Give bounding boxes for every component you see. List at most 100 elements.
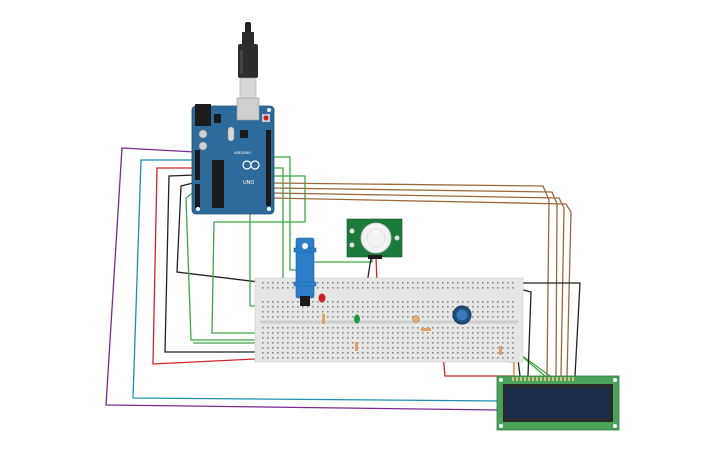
breadboard-hole xyxy=(457,301,459,303)
red-led[interactable] xyxy=(318,293,326,303)
breadboard-hole xyxy=(402,327,404,329)
breadboard-hole xyxy=(452,311,454,313)
breadboard-hole xyxy=(392,327,394,329)
breadboard-hole xyxy=(337,342,339,344)
breadboard-hole xyxy=(382,327,384,329)
servo-motor[interactable] xyxy=(293,237,317,306)
breadboard-hole xyxy=(407,332,409,334)
wire-green-1[interactable] xyxy=(185,189,300,341)
breadboard-hole xyxy=(452,332,454,334)
breadboard-hole xyxy=(487,347,489,349)
breadboard-hole xyxy=(467,306,469,308)
breadboard-hole xyxy=(302,311,304,313)
breadboard-hole xyxy=(352,306,354,308)
wire-brown-4[interactable] xyxy=(271,197,572,377)
breadboard-hole xyxy=(472,327,474,329)
breadboard-hole xyxy=(297,357,299,359)
breadboard-hole xyxy=(297,327,299,329)
breadboard-hole xyxy=(507,352,509,354)
breadboard-hole xyxy=(472,282,474,284)
breadboard-hole xyxy=(277,327,279,329)
breadboard-hole xyxy=(487,311,489,313)
breadboard-hole xyxy=(342,311,344,313)
breadboard-hole xyxy=(497,311,499,313)
breadboard[interactable] xyxy=(254,277,524,363)
usb-chip xyxy=(240,130,248,138)
wire-black-top-rail[interactable] xyxy=(176,181,276,285)
lcd-pin-header xyxy=(512,377,574,381)
photoresistor[interactable] xyxy=(412,315,420,323)
wire-green-2[interactable] xyxy=(272,156,298,271)
wire-purple[interactable] xyxy=(105,147,501,411)
breadboard-hole xyxy=(287,352,289,354)
breadboard-hole xyxy=(382,306,384,308)
wire-red-5v[interactable] xyxy=(152,167,276,365)
breadboard-hole xyxy=(312,347,314,349)
resistor-4[interactable] xyxy=(499,346,502,355)
breadboard-hole xyxy=(512,301,514,303)
breadboard-hole xyxy=(487,282,489,284)
breadboard-hole xyxy=(392,357,394,359)
breadboard-hole xyxy=(387,282,389,284)
pir-sensor[interactable] xyxy=(346,218,403,259)
power-header xyxy=(195,150,200,180)
breadboard-body xyxy=(254,277,524,363)
usb-cable[interactable] xyxy=(238,22,258,101)
breadboard-hole xyxy=(397,342,399,344)
breadboard-hole xyxy=(482,332,484,334)
breadboard-hole xyxy=(362,332,364,334)
breadboard-hole xyxy=(367,306,369,308)
breadboard-hole xyxy=(472,352,474,354)
breadboard-hole xyxy=(477,337,479,339)
breadboard-hole xyxy=(287,347,289,349)
breadboard-hole xyxy=(477,347,479,349)
breadboard-hole xyxy=(437,357,439,359)
breadboard-hole xyxy=(322,287,324,289)
breadboard-hole xyxy=(377,337,379,339)
usb-cable-connector xyxy=(239,77,257,101)
breadboard-hole xyxy=(467,342,469,344)
breadboard-hole xyxy=(407,327,409,329)
resistor-3[interactable] xyxy=(421,328,431,331)
breadboard-hole xyxy=(432,337,434,339)
pir-jumper xyxy=(394,235,400,241)
breadboard-hole xyxy=(372,306,374,308)
breadboard-hole xyxy=(497,352,499,354)
breadboard-hole xyxy=(262,347,264,349)
breadboard-hole xyxy=(472,357,474,359)
breadboard-hole xyxy=(442,282,444,284)
breadboard-hole xyxy=(347,306,349,308)
wire-black-gnd[interactable] xyxy=(164,174,275,353)
resistor-2[interactable] xyxy=(355,342,358,351)
breadboard-hole xyxy=(337,352,339,354)
wire-brown-3[interactable] xyxy=(271,192,565,377)
breadboard-hole xyxy=(317,301,319,303)
breadboard-hole xyxy=(397,301,399,303)
breadboard-hole xyxy=(432,316,434,318)
lcd-16x2[interactable] xyxy=(496,375,620,431)
arduino-uno[interactable]: UNO ARDUINO xyxy=(191,97,275,215)
breadboard-hole xyxy=(427,337,429,339)
breadboard-hole xyxy=(287,342,289,344)
breadboard-hole xyxy=(407,337,409,339)
pir-dome-icon xyxy=(360,222,392,254)
potentiometer[interactable] xyxy=(452,305,472,325)
breadboard-hole xyxy=(347,332,349,334)
resistor-1[interactable] xyxy=(322,314,325,324)
green-led[interactable] xyxy=(354,314,360,324)
breadboard-hole xyxy=(362,337,364,339)
breadboard-hole xyxy=(497,287,499,289)
breadboard-hole xyxy=(287,327,289,329)
breadboard-hole xyxy=(412,287,414,289)
breadboard-hole xyxy=(432,306,434,308)
breadboard-hole xyxy=(397,282,399,284)
breadboard-hole xyxy=(462,301,464,303)
breadboard-hole xyxy=(377,347,379,349)
wire-black-lcd-3[interactable] xyxy=(505,282,581,377)
wire-brown-1[interactable] xyxy=(271,182,550,377)
breadboard-hole xyxy=(412,306,414,308)
wire-green-4[interactable] xyxy=(211,175,330,334)
breadboard-hole xyxy=(417,342,419,344)
wire-teal[interactable] xyxy=(132,159,501,402)
breadboard-hole xyxy=(262,337,264,339)
